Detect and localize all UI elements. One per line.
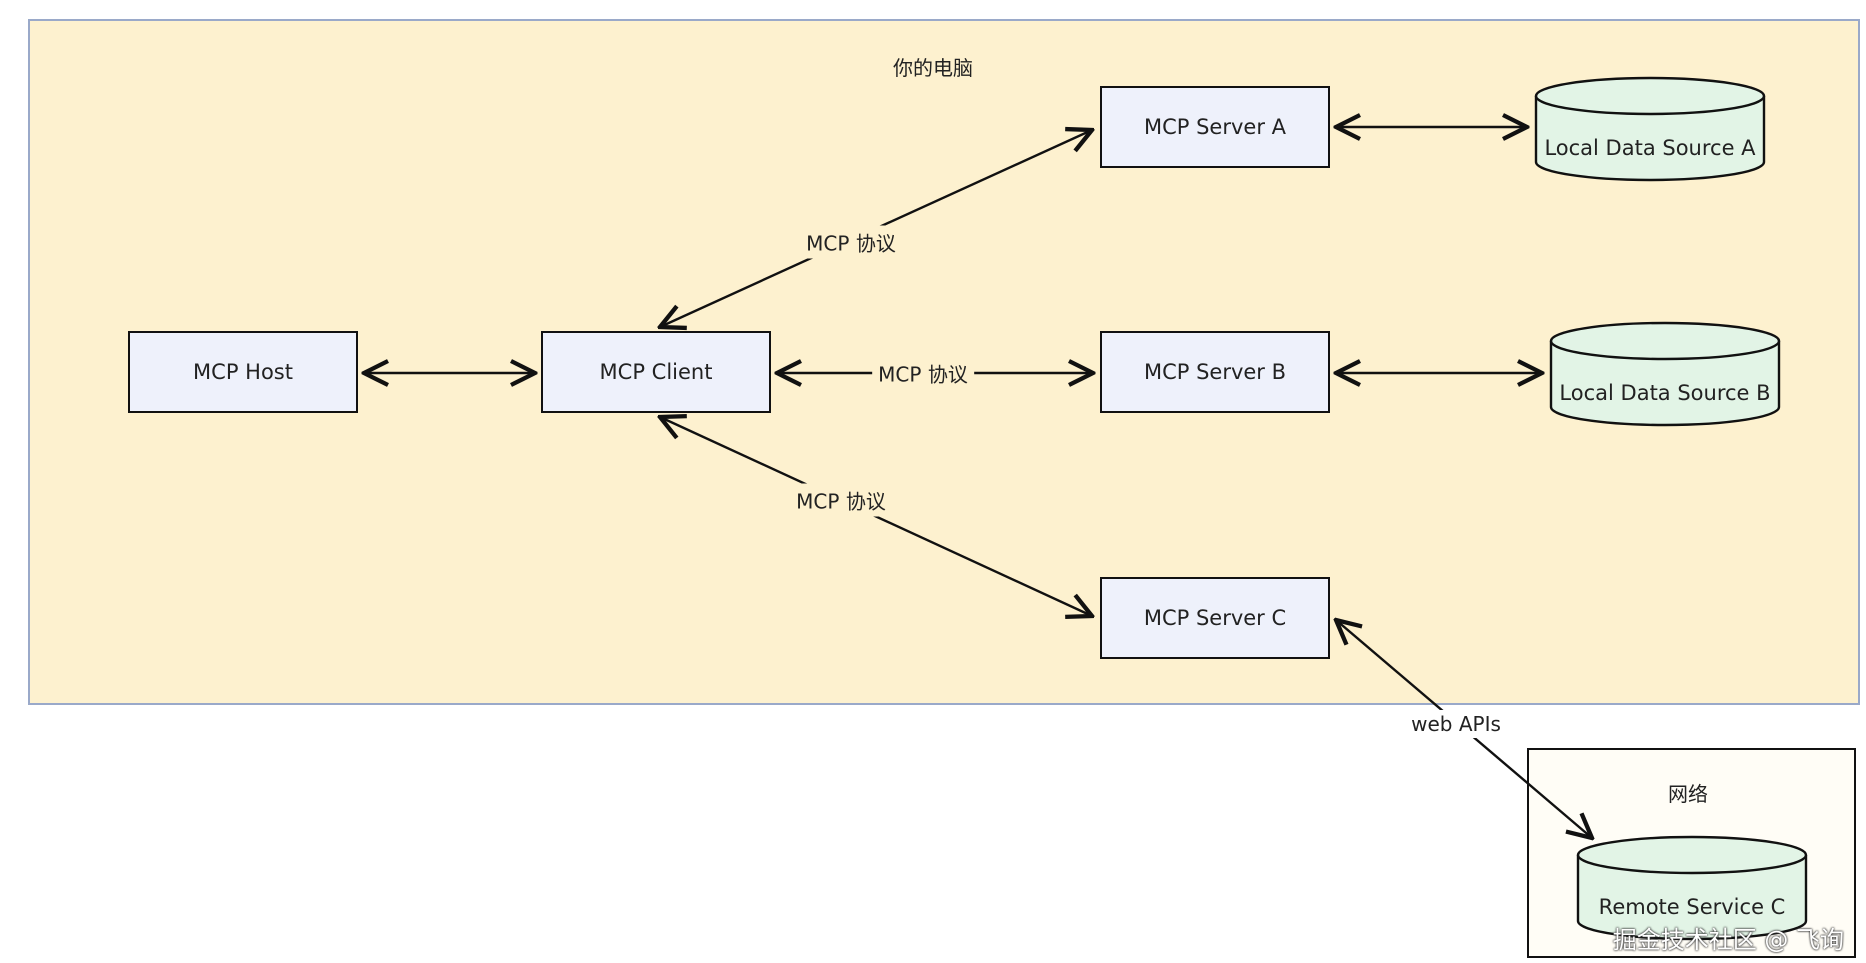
database-icon: [1534, 76, 1766, 182]
network-zone-title: 网络: [1668, 782, 1708, 806]
edge-label-client-server-c: MCP 协议: [790, 483, 892, 517]
node-remote-service-c-label: Remote Service C: [1598, 895, 1786, 919]
node-local-data-source-a-label: Local Data Source A: [1544, 136, 1756, 160]
edge-label-client-server-b: MCP 协议: [872, 356, 974, 390]
database-icon: [1549, 321, 1781, 427]
node-mcp-host[interactable]: MCP Host: [128, 331, 358, 413]
node-mcp-client-label: MCP Client: [599, 360, 713, 384]
node-mcp-server-b-label: MCP Server B: [1143, 360, 1287, 384]
edge-label-client-server-a: MCP 协议: [800, 225, 902, 259]
edge-label-server-c-remote: web APIs: [1405, 710, 1507, 738]
database-icon: [1576, 835, 1808, 941]
node-local-data-source-b-label: Local Data Source B: [1559, 381, 1771, 405]
node-mcp-server-c-label: MCP Server C: [1143, 606, 1287, 630]
node-mcp-server-b[interactable]: MCP Server B: [1100, 331, 1330, 413]
node-remote-service-c[interactable]: Remote Service C: [1576, 833, 1808, 943]
watermark: 掘金技术社区 @ 飞询: [1612, 926, 1844, 954]
computer-zone-title: 你的电脑: [893, 56, 973, 80]
node-mcp-server-a[interactable]: MCP Server A: [1100, 86, 1330, 168]
node-mcp-client[interactable]: MCP Client: [541, 331, 771, 413]
node-local-data-source-b[interactable]: Local Data Source B: [1549, 319, 1781, 429]
node-mcp-server-a-label: MCP Server A: [1143, 115, 1287, 139]
node-mcp-server-c[interactable]: MCP Server C: [1100, 577, 1330, 659]
edge-client-server-c: [660, 417, 1092, 616]
node-mcp-host-label: MCP Host: [193, 360, 293, 384]
node-local-data-source-a[interactable]: Local Data Source A: [1534, 74, 1766, 184]
